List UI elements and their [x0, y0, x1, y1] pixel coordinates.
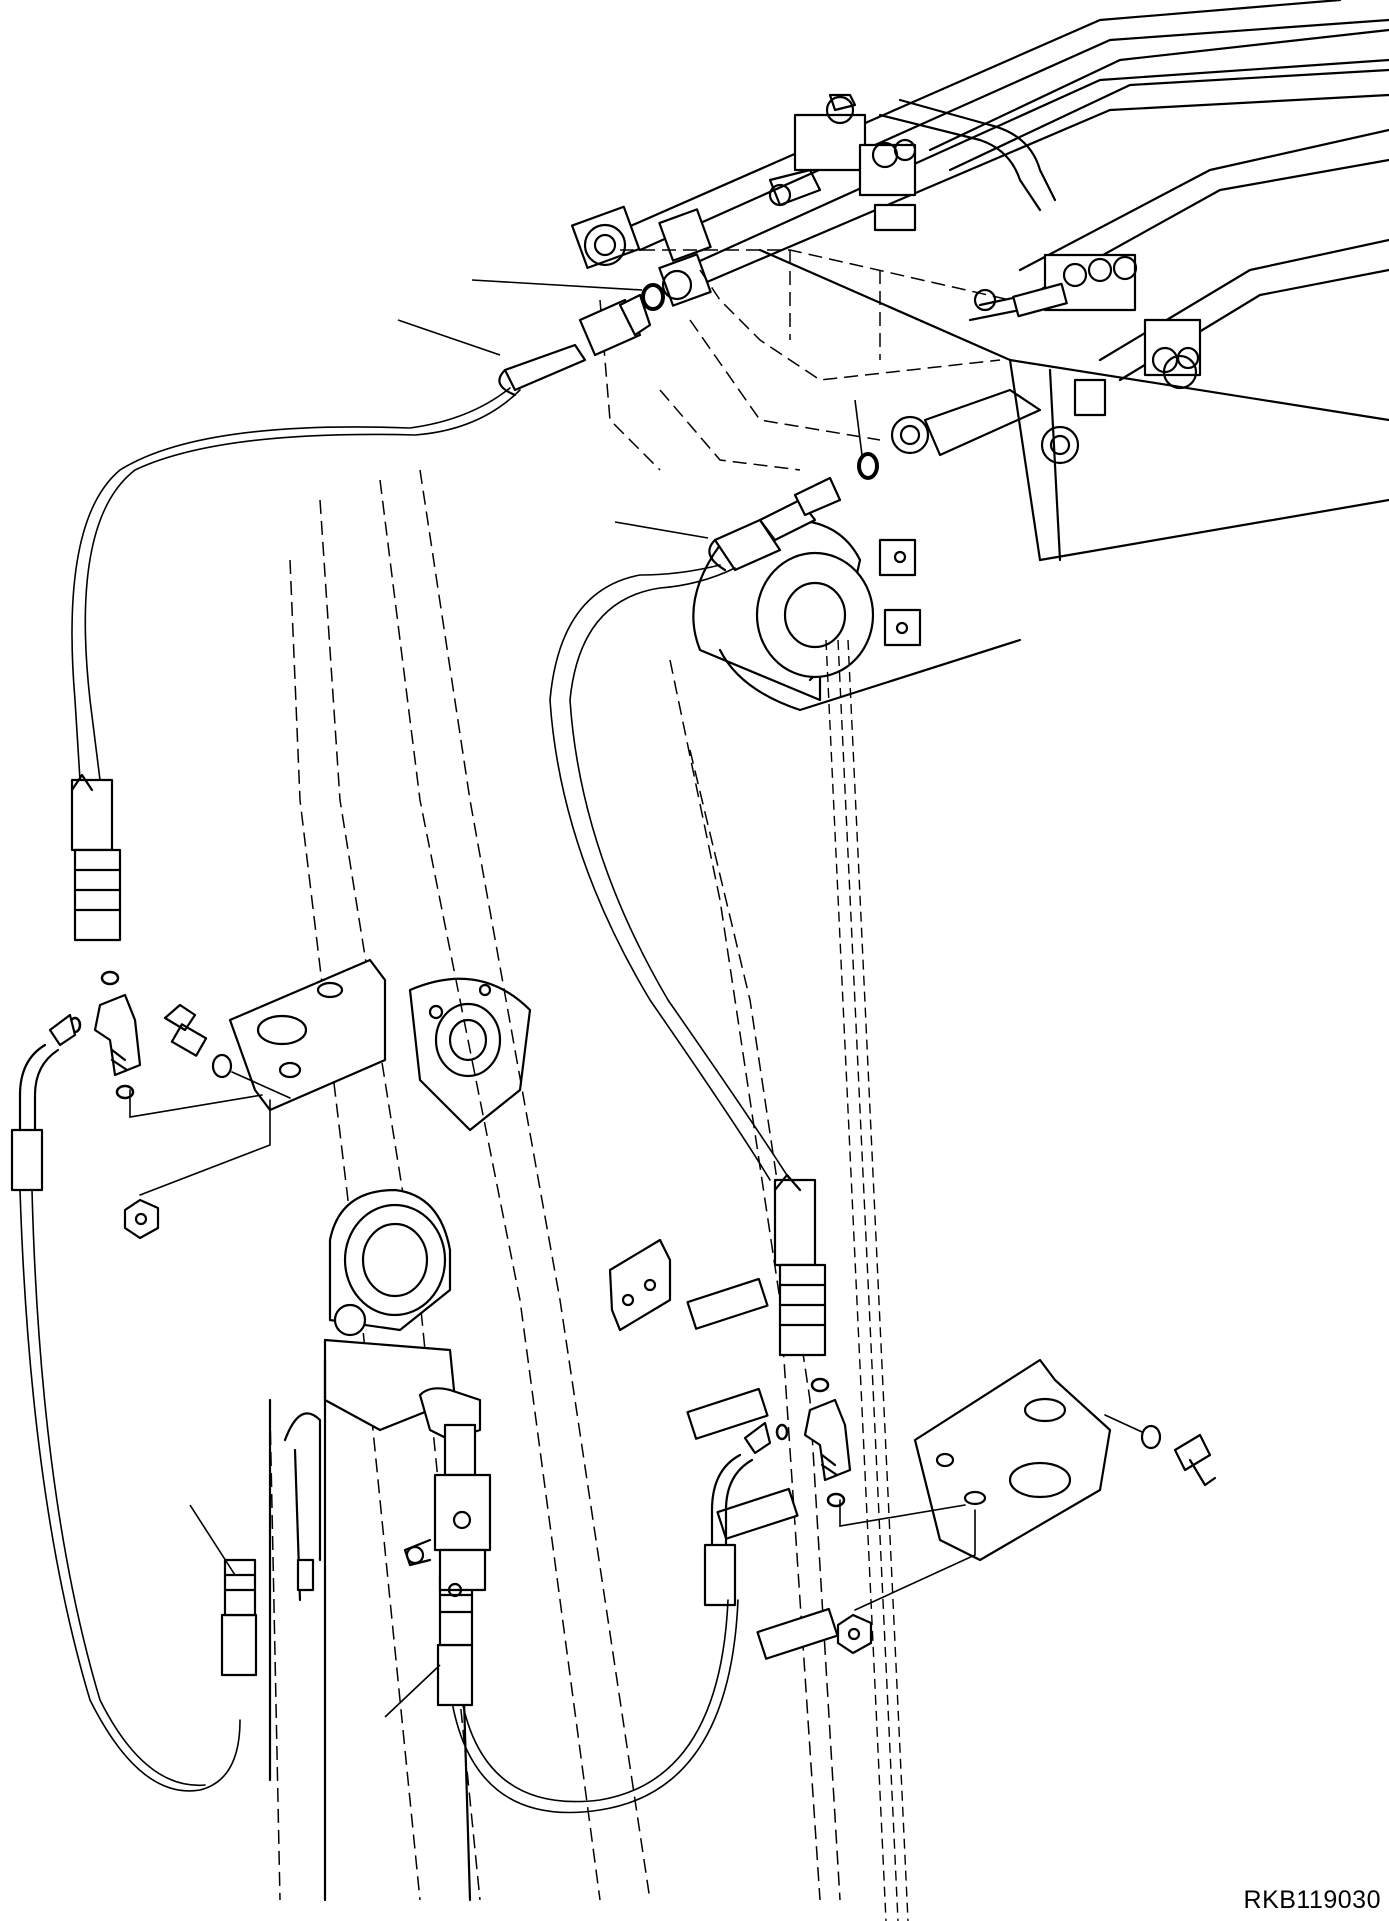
check-valve — [403, 1387, 492, 1598]
left-hose-assembly — [10, 283, 665, 1792]
o-ring-1 — [641, 283, 665, 311]
drawing-code-label: RKB119030 — [1243, 1886, 1381, 1914]
right-hose-assembly — [436, 452, 1217, 1814]
o-ring-2 — [857, 452, 879, 480]
clamp-brackets — [228, 958, 1112, 1660]
callout-leaders — [189, 279, 863, 1718]
bucket-cylinder — [268, 1188, 472, 1902]
arm-body — [289, 249, 1022, 1921]
upper-arm-piping — [571, 0, 1389, 562]
